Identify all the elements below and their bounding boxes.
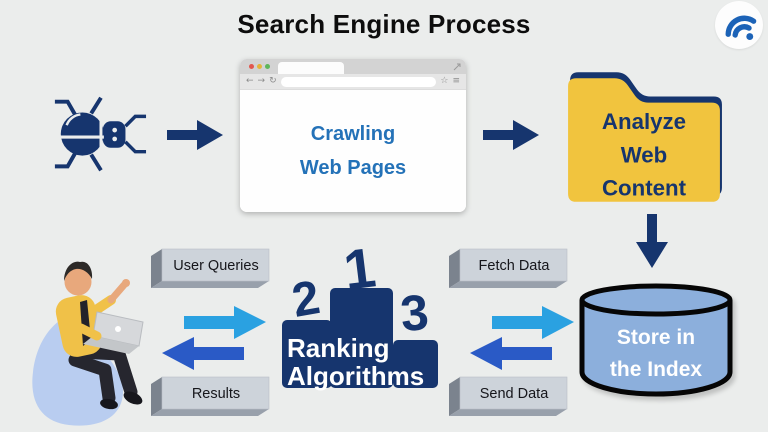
left-arrow-icon (470, 337, 552, 370)
address-bar (280, 76, 437, 87)
arrow-crawler-to-browser (167, 120, 223, 150)
results-slab: Results (151, 376, 270, 416)
exchange-arrows-podium-index (470, 306, 574, 370)
user-queries-slab: User Queries (151, 248, 270, 288)
close-dot-icon (249, 64, 254, 69)
user-illustration (32, 261, 144, 426)
back-arrow-icon: ← (246, 76, 254, 86)
exchange-arrows-user-podium (162, 306, 266, 370)
index-database: Store in the Index (579, 283, 733, 397)
bookmark-star-icon: ☆ (440, 76, 449, 86)
podium-step-1 (330, 288, 393, 388)
analyze-folder: Analyze Web Content (568, 72, 722, 202)
shoe (100, 398, 118, 410)
folder-label-line1: Analyze (602, 109, 686, 134)
send-data-slab: Send Data (449, 376, 568, 416)
forward-arrow-icon: → (257, 76, 266, 86)
browser-tab-bar (240, 59, 466, 74)
minimize-dot-icon (257, 64, 262, 69)
refresh-icon: ↻ (269, 76, 277, 86)
browser-tab (278, 62, 344, 74)
menu-icon: ≡ (452, 76, 460, 86)
right-arrow-icon (492, 306, 574, 339)
podium-rank-middle: 1 (340, 235, 379, 301)
folder-label-line2: Web (621, 142, 668, 167)
podium-rank-right: 3 (398, 284, 431, 342)
podium-step-2 (282, 320, 332, 388)
send-data-label: Send Data (480, 386, 549, 402)
left-arrow-icon (162, 337, 244, 370)
podium-rank-left: 2 (288, 271, 324, 328)
fetch-data-slab: Fetch Data (449, 248, 568, 288)
browser-toolbar: ← → ↻ ☆ ≡ (240, 74, 466, 90)
crawling-label-line1: Crawling (310, 122, 396, 145)
arrow-browser-to-folder (483, 120, 539, 150)
arrow-folder-to-index (636, 214, 668, 268)
index-label-line1: Store in (617, 326, 695, 349)
page-title: Search Engine Process (237, 9, 531, 39)
crawler-bug-icon (54, 96, 147, 172)
folder-label-line3: Content (602, 176, 687, 201)
hair (64, 261, 93, 281)
head (64, 268, 92, 296)
podium-step-3 (393, 340, 438, 388)
browser-content: Crawling Web Pages (240, 90, 466, 212)
index-label-line2: the Index (610, 358, 703, 381)
podium-label-line2: Algorithms (287, 361, 424, 391)
shoe (123, 391, 143, 405)
folder-body (568, 78, 720, 202)
brand-logo (715, 1, 763, 49)
results-label: Results (192, 386, 240, 402)
crawling-label-line2: Web Pages (299, 156, 407, 179)
maximize-dot-icon (265, 64, 270, 69)
ranking-podium: 2 1 3 Ranking Algorithms (282, 235, 438, 391)
user-queries-label: User Queries (173, 258, 258, 274)
fetch-data-label: Fetch Data (479, 258, 551, 274)
right-arrow-icon (184, 306, 266, 339)
browser-window: ← → ↻ ☆ ≡ Crawling Web Pages (240, 59, 466, 212)
resize-icon (453, 63, 461, 71)
raised-hand (122, 279, 130, 287)
signal-g-logo-icon (725, 15, 757, 40)
podium-label-line1: Ranking (287, 333, 390, 363)
